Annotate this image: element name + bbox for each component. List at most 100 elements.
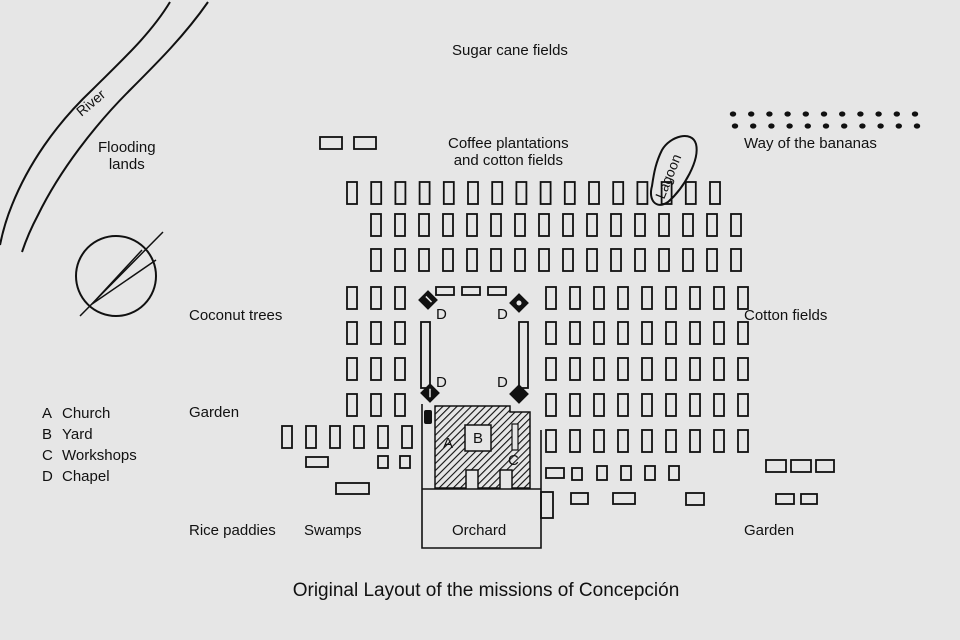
river-bank-east (21, 1, 209, 253)
legend-key: B (42, 426, 53, 443)
house (394, 286, 406, 310)
chapel-letter-se: D (497, 374, 508, 391)
house (713, 286, 725, 310)
coconut-label: Coconut trees (189, 307, 283, 324)
house (730, 248, 742, 272)
house (490, 248, 502, 272)
house (689, 429, 701, 453)
legend-text: Chapel (62, 468, 110, 485)
house (634, 213, 646, 237)
house (540, 491, 554, 519)
house (610, 248, 622, 272)
house (593, 286, 605, 310)
house (685, 492, 705, 506)
banana-dot (804, 123, 811, 129)
house (370, 286, 382, 310)
house (665, 429, 677, 453)
banana-dot (857, 111, 864, 117)
house (596, 465, 608, 481)
house (491, 181, 504, 205)
house (545, 321, 557, 345)
house (644, 465, 656, 481)
house (545, 467, 565, 479)
banana-dot (893, 111, 900, 117)
house (617, 321, 629, 345)
house (641, 321, 653, 345)
house (319, 136, 343, 150)
house (737, 321, 749, 345)
house (370, 213, 382, 237)
legend-row: B Yard (42, 424, 137, 445)
house (665, 357, 677, 381)
house (689, 393, 701, 417)
house (569, 393, 581, 417)
legend-text: Yard (62, 426, 93, 443)
house (442, 248, 454, 272)
church-letter: A (443, 435, 454, 452)
house (706, 213, 718, 237)
house (281, 425, 293, 449)
house (353, 136, 377, 150)
banana-dot (820, 111, 828, 117)
legend-key: C (42, 447, 53, 464)
house (538, 213, 550, 237)
plaza-west-longhouse (420, 321, 431, 389)
house (570, 492, 589, 505)
house (612, 492, 636, 505)
chapel-se-icon (509, 384, 529, 404)
banana-dot (784, 111, 791, 117)
house (713, 393, 725, 417)
banana-dot (895, 123, 902, 129)
house (461, 286, 481, 296)
chapel-letter-nw: D (436, 306, 447, 323)
compass-rose-icon (75, 231, 164, 317)
banana-dot (913, 123, 921, 129)
swamps-label: Swamps (304, 522, 362, 539)
legend-text: Church (62, 405, 111, 422)
yard-letter: B (473, 430, 484, 447)
house (713, 357, 725, 381)
house (689, 321, 701, 345)
lagoon-outline (650, 135, 698, 206)
cotton-label: Cotton fields (744, 307, 828, 324)
house (593, 357, 605, 381)
chapel-letter-ne: D (497, 306, 508, 323)
house (305, 425, 317, 449)
house (435, 286, 455, 296)
chapel-nw-icon (418, 290, 438, 310)
house (641, 429, 653, 453)
house (346, 393, 358, 417)
house (586, 213, 598, 237)
house (442, 181, 455, 205)
house (660, 181, 673, 205)
house (634, 248, 646, 272)
flooding-lands-label: Flooding lands (98, 139, 156, 173)
house (682, 213, 694, 237)
house (399, 455, 411, 469)
house (569, 321, 581, 345)
house (418, 181, 431, 205)
house (538, 248, 550, 272)
banana-dot (768, 123, 775, 129)
house (569, 286, 581, 310)
house (401, 425, 413, 449)
workshops-letter: C (508, 452, 519, 469)
banana-dot (859, 123, 866, 129)
map-title: Original Layout of the missions of Conce… (292, 580, 680, 601)
house (713, 429, 725, 453)
house (370, 248, 382, 272)
house (466, 213, 478, 237)
house (617, 429, 629, 453)
banana-dot (748, 111, 755, 117)
house (466, 248, 478, 272)
house (665, 321, 677, 345)
house (617, 357, 629, 381)
house (377, 455, 389, 469)
plaza-east-longhouse (518, 321, 529, 389)
house (394, 393, 406, 417)
banana-dot (875, 111, 882, 117)
legend-key: D (42, 468, 53, 485)
